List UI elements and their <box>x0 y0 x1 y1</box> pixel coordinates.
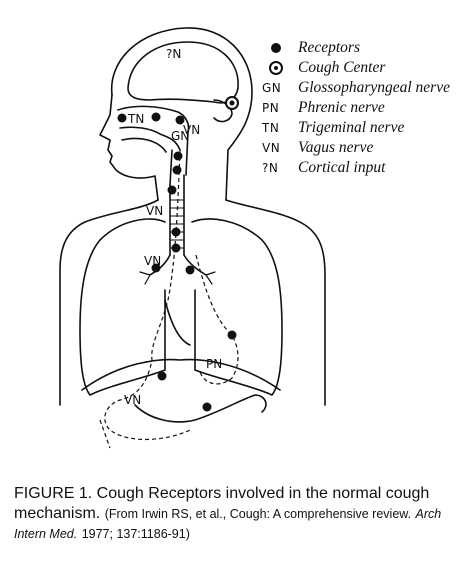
figure-caption: FIGURE 1. Cough Receptors involved in th… <box>14 484 454 544</box>
stomach-outline <box>134 394 267 423</box>
receptor-dot <box>151 112 161 122</box>
receptor-dot <box>171 227 181 237</box>
pharynx <box>169 131 189 186</box>
label-glosso: GN <box>171 129 189 143</box>
face-outline <box>99 94 159 201</box>
receptor-dot <box>175 115 185 125</box>
nasal-cavity <box>117 105 190 133</box>
label-cortical: ?N <box>166 47 181 61</box>
legend-label: Trigeminal nerve <box>298 119 405 136</box>
head-outline <box>110 27 253 201</box>
receptor-dot <box>171 243 181 253</box>
receptor-dot <box>157 371 167 381</box>
torso-outline <box>59 199 326 406</box>
legend-label: Phrenic nerve <box>298 99 385 116</box>
legend-abbr: VN <box>262 141 281 155</box>
phrenic-nerve-path <box>195 254 239 385</box>
trachea <box>169 174 185 256</box>
diaphragm <box>81 358 281 391</box>
receptor-dot <box>172 165 182 175</box>
legend-abbr: GN <box>262 81 282 95</box>
brain-outline <box>127 41 239 104</box>
receptor-dot <box>202 402 212 412</box>
label-vagus-mouth: VN <box>183 123 200 137</box>
legend-abbr: TN <box>262 121 280 135</box>
receptor-dot <box>117 113 127 123</box>
legend-abbr: ?N <box>262 161 279 175</box>
receptor-dot <box>227 330 237 340</box>
legend-label: Receptors <box>298 39 360 56</box>
receptor-dot <box>185 265 195 275</box>
receptor-dot <box>167 185 177 195</box>
label-phrenic: PN <box>206 357 222 371</box>
legend-abbr: PN <box>262 101 280 115</box>
label-vagus-abdomen: VN <box>124 393 141 407</box>
caption-reference: (From Irwin RS, et al., Cough: A compreh… <box>104 507 412 521</box>
legend-label: Glossopharyngeal nerve <box>298 79 450 96</box>
right-lung <box>191 218 283 396</box>
caption-journal: Arch Intern Med. <box>14 507 442 541</box>
receptor-dot <box>151 263 161 273</box>
cough-receptor-diagram: ?N TN VN GN VN VN PN VN <box>59 27 326 449</box>
vagus-nerve-path <box>104 149 191 440</box>
caption-citation: 1977; 137:1186-91) <box>81 527 190 541</box>
legend-label: Vagus nerve <box>298 139 374 156</box>
label-vagus-bronchi: VN <box>144 254 161 268</box>
caption-title: FIGURE 1. Cough Receptors involved in th… <box>14 485 430 522</box>
legend-label: Cortical input <box>298 159 386 176</box>
vagus-branch-path <box>99 419 111 449</box>
receptor-dot <box>173 151 183 161</box>
cough-center-symbol <box>225 96 239 110</box>
label-vagus-larynx: VN <box>146 204 163 218</box>
label-trigeminal: TN <box>127 112 144 126</box>
legend-label: Cough Center <box>298 59 386 76</box>
left-lung <box>79 218 166 396</box>
